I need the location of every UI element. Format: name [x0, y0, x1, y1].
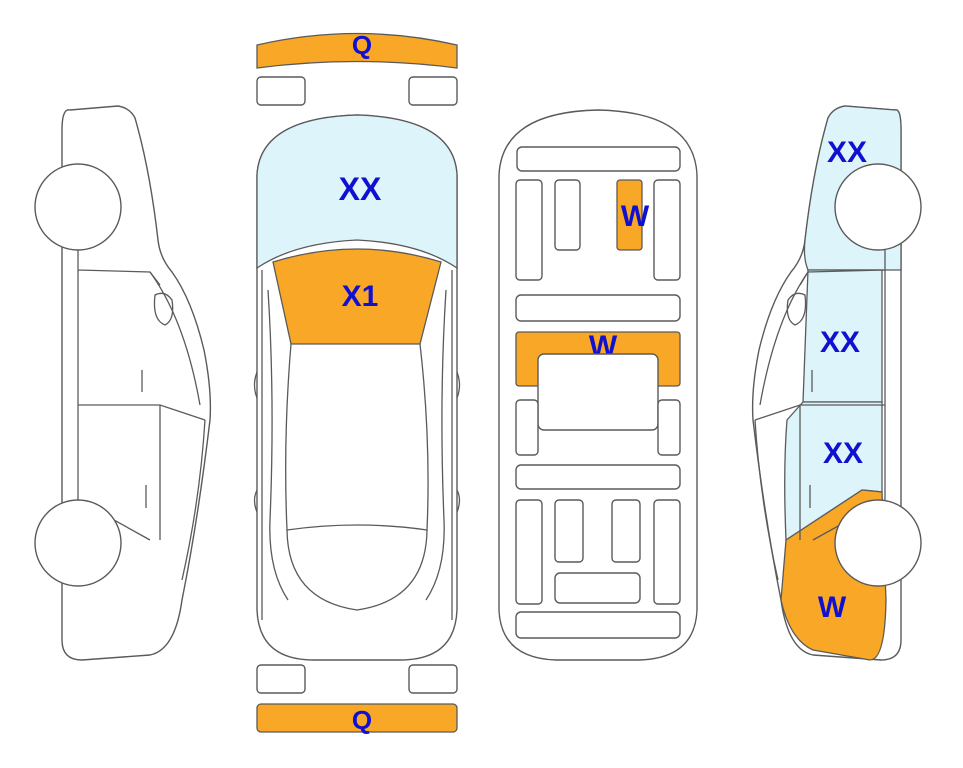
right-quarter-label: W: [818, 591, 847, 624]
right-fender-label: XX: [827, 136, 867, 169]
underbody-front-left-inner: [554, 179, 581, 251]
underbody-rear-left-inner: [554, 499, 584, 563]
underbody-rear-bar: [515, 464, 681, 490]
underbody-front-left-rail: [515, 179, 543, 281]
underbody-rear-left-rail: [515, 499, 543, 605]
underbody-view: W W: [498, 109, 698, 661]
rear-bumper-shape: [256, 703, 458, 733]
roof-panel-label: W: [621, 200, 650, 233]
right-front-door-label: XX: [820, 326, 860, 359]
right-side-view: XX XX XX W: [751, 105, 922, 661]
top-view-roof-outline: [285, 343, 429, 531]
right-front-wheel: [834, 163, 922, 251]
front-bumper-shape: [256, 32, 458, 69]
roof-panel-shape: [616, 179, 643, 251]
left-rear-wheel: [34, 499, 122, 587]
top-view: Q XX X1 Q: [253, 30, 461, 735]
rear-left-light: [256, 664, 306, 694]
left-front-wheel: [34, 163, 122, 251]
left-side-view: [34, 105, 212, 661]
right-side-glass-line: [754, 271, 809, 581]
underbody-left-side: [515, 399, 539, 456]
front-bumper-label: Q: [352, 30, 372, 60]
top-view-right-pillar: [425, 270, 453, 620]
top-view-rear-window: [286, 529, 428, 611]
underbody-center-box: [537, 353, 659, 431]
underbody-rear-right-rail: [653, 499, 681, 605]
underbody-rear-end: [515, 611, 681, 639]
underbody-mid-bar: [515, 294, 681, 322]
right-rear-wheel: [834, 499, 922, 587]
underbody-front-bar: [516, 146, 681, 172]
left-side-glass-line: [149, 271, 206, 581]
underbody-rear-right-inner: [611, 499, 641, 563]
underbody-right-side: [657, 399, 681, 456]
underbody-rear-cross: [554, 572, 641, 604]
front-left-light: [256, 76, 306, 106]
right-side-mirror: [786, 292, 807, 326]
top-view-left-pillar: [261, 270, 289, 620]
top-view-right-mirror: [456, 371, 461, 513]
top-view-left-mirror: [253, 371, 258, 513]
rear-bumper-label: Q: [352, 705, 372, 735]
underbody-front-right-rail: [653, 179, 681, 281]
windshield-label: XX: [339, 171, 382, 207]
rear-right-light: [408, 664, 458, 694]
windshield-shape: [256, 114, 458, 270]
hood-label: X1: [342, 280, 379, 313]
front-right-light: [408, 76, 458, 106]
hood-shape: [272, 248, 442, 345]
right-rear-door-label: XX: [823, 437, 863, 470]
